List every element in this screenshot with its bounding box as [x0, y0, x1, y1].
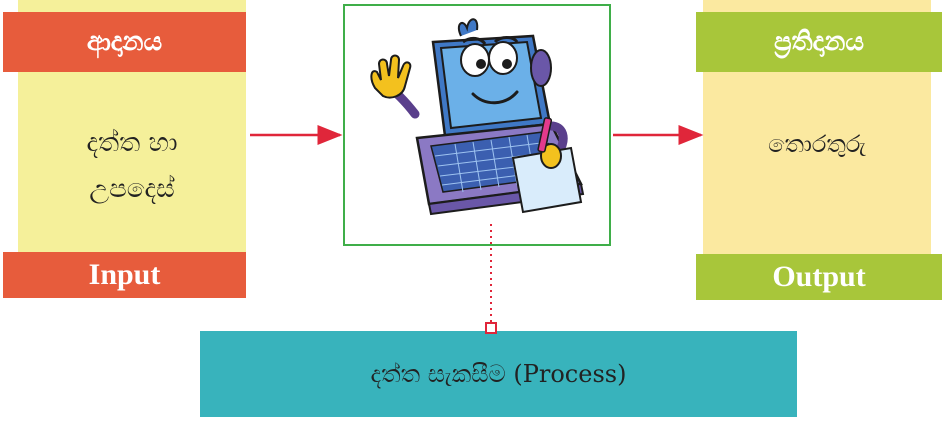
link-anchor	[486, 323, 496, 333]
